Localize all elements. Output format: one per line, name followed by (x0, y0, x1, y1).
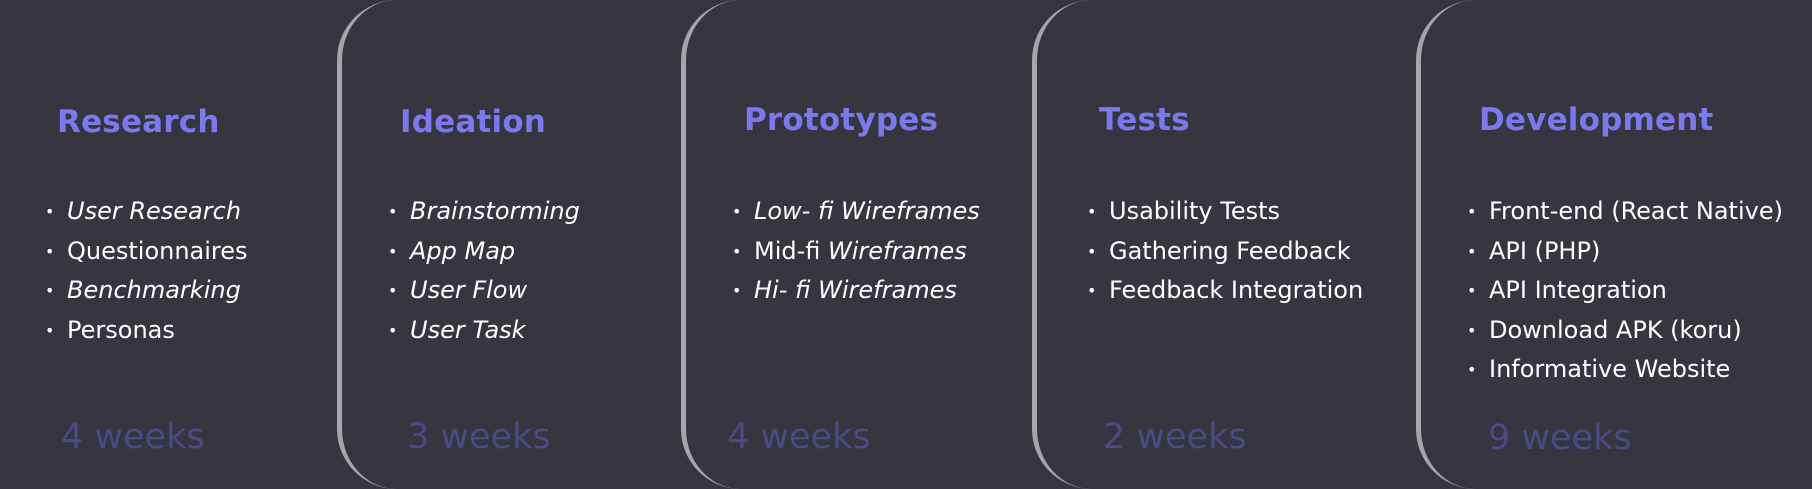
list-item-label: User Flow (410, 276, 528, 304)
list-item: • Benchmarking (45, 271, 248, 311)
list-item: • Brainstorming (388, 192, 580, 232)
list-item: • API (PHP) (1467, 232, 1783, 272)
bullet-icon: • (388, 241, 398, 261)
phase-duration: 2 weeks (1103, 417, 1247, 457)
phase-duration: 4 weeks (61, 417, 205, 457)
list-item: • Low- fi Wireframes (732, 192, 980, 232)
phase-duration: 3 weeks (407, 417, 551, 457)
bullet-icon: • (45, 241, 55, 261)
list-item-label: Feedback Integration (1109, 276, 1364, 304)
list-item-label: Front-end (React Native) (1489, 197, 1783, 225)
bullet-icon: • (1087, 202, 1097, 221)
list-item: • API Integration (1467, 271, 1783, 311)
list-item-label: Usability Tests (1109, 197, 1281, 225)
bullet-icon: • (1467, 320, 1477, 340)
list-item-label: Download APK (koru) (1489, 315, 1742, 344)
phase-title: Tests (1099, 102, 1190, 138)
bullet-icon: • (732, 281, 742, 300)
list-item-label: Benchmarking (67, 276, 241, 304)
phase-title: Ideation (400, 104, 547, 140)
bullet-icon: • (45, 320, 55, 340)
list-item-label: Low- fi Wireframes (754, 197, 980, 225)
phase-item-list: • Brainstorming • App Map • User Flow • User… (388, 192, 580, 350)
bullet-icon: • (732, 241, 742, 261)
list-item: • Informative Website (1467, 350, 1783, 390)
list-item: • Usability Tests (1087, 192, 1363, 232)
phase-development: Development • Front-end (React Native) • A… (1416, 0, 1812, 489)
list-item: • Personas (45, 311, 248, 351)
phase-title: Development (1479, 102, 1714, 138)
list-item-label: API Integration (1489, 276, 1667, 304)
list-item-label-normal: Mid-fi (754, 236, 829, 265)
list-item: • Mid-fi Wireframes (732, 232, 980, 272)
phase-item-list: • Usability Tests • Gathering Feedback • Fe… (1087, 192, 1363, 311)
list-item: • Download APK (koru) (1467, 311, 1783, 351)
phase-duration: 4 weeks (727, 417, 871, 457)
list-item: • Gathering Feedback (1087, 232, 1363, 272)
bullet-icon: • (388, 202, 398, 221)
phase-development-background (1416, 0, 1812, 489)
bullet-icon: • (45, 202, 55, 221)
list-item: • Hi- fi Wireframes (732, 271, 980, 311)
bullet-icon: • (1087, 241, 1097, 261)
list-item: • User Research (45, 192, 248, 232)
list-item-label: Hi- fi Wireframes (754, 276, 957, 304)
list-item-label: API (PHP) (1489, 236, 1601, 265)
phase-item-list: • Low- fi Wireframes • Mid-fi Wireframes •… (732, 192, 980, 311)
list-item-label: App Map (410, 236, 516, 265)
list-item: • Front-end (React Native) (1467, 192, 1783, 232)
phase-duration: 9 weeks (1488, 418, 1632, 458)
list-item-label: Mid-fi Wireframes (754, 237, 967, 265)
phase-title: Research (57, 104, 220, 140)
phase-item-list: • Front-end (React Native) • API (PHP) • AP… (1467, 192, 1783, 390)
list-item: • Feedback Integration (1087, 271, 1363, 311)
list-item: • App Map (388, 232, 580, 272)
list-item-label: Personas (67, 315, 175, 344)
list-item-label: User Task (410, 315, 526, 344)
bullet-icon: • (1467, 241, 1477, 261)
list-item-label-italic: Wireframes (828, 236, 967, 265)
list-item-label: Informative Website (1489, 355, 1731, 383)
bullet-icon: • (1087, 281, 1097, 300)
list-item: • User Flow (388, 271, 580, 311)
bullet-icon: • (388, 320, 398, 340)
bullet-icon: • (1467, 360, 1477, 379)
list-item-label: Questionnaires (67, 236, 248, 265)
phase-title: Prototypes (744, 102, 939, 138)
list-item-label: Gathering Feedback (1109, 236, 1351, 265)
list-item: • User Task (388, 311, 580, 351)
list-item-label: User Research (67, 197, 242, 225)
phase-item-list: • User Research • Questionnaires • Benchmar… (45, 192, 248, 350)
bullet-icon: • (732, 202, 742, 221)
bullet-icon: • (388, 281, 398, 300)
bullet-icon: • (1467, 202, 1477, 221)
list-item: • Questionnaires (45, 232, 248, 272)
list-item-label: Brainstorming (410, 197, 580, 225)
bullet-icon: • (45, 281, 55, 300)
bullet-icon: • (1467, 281, 1477, 300)
